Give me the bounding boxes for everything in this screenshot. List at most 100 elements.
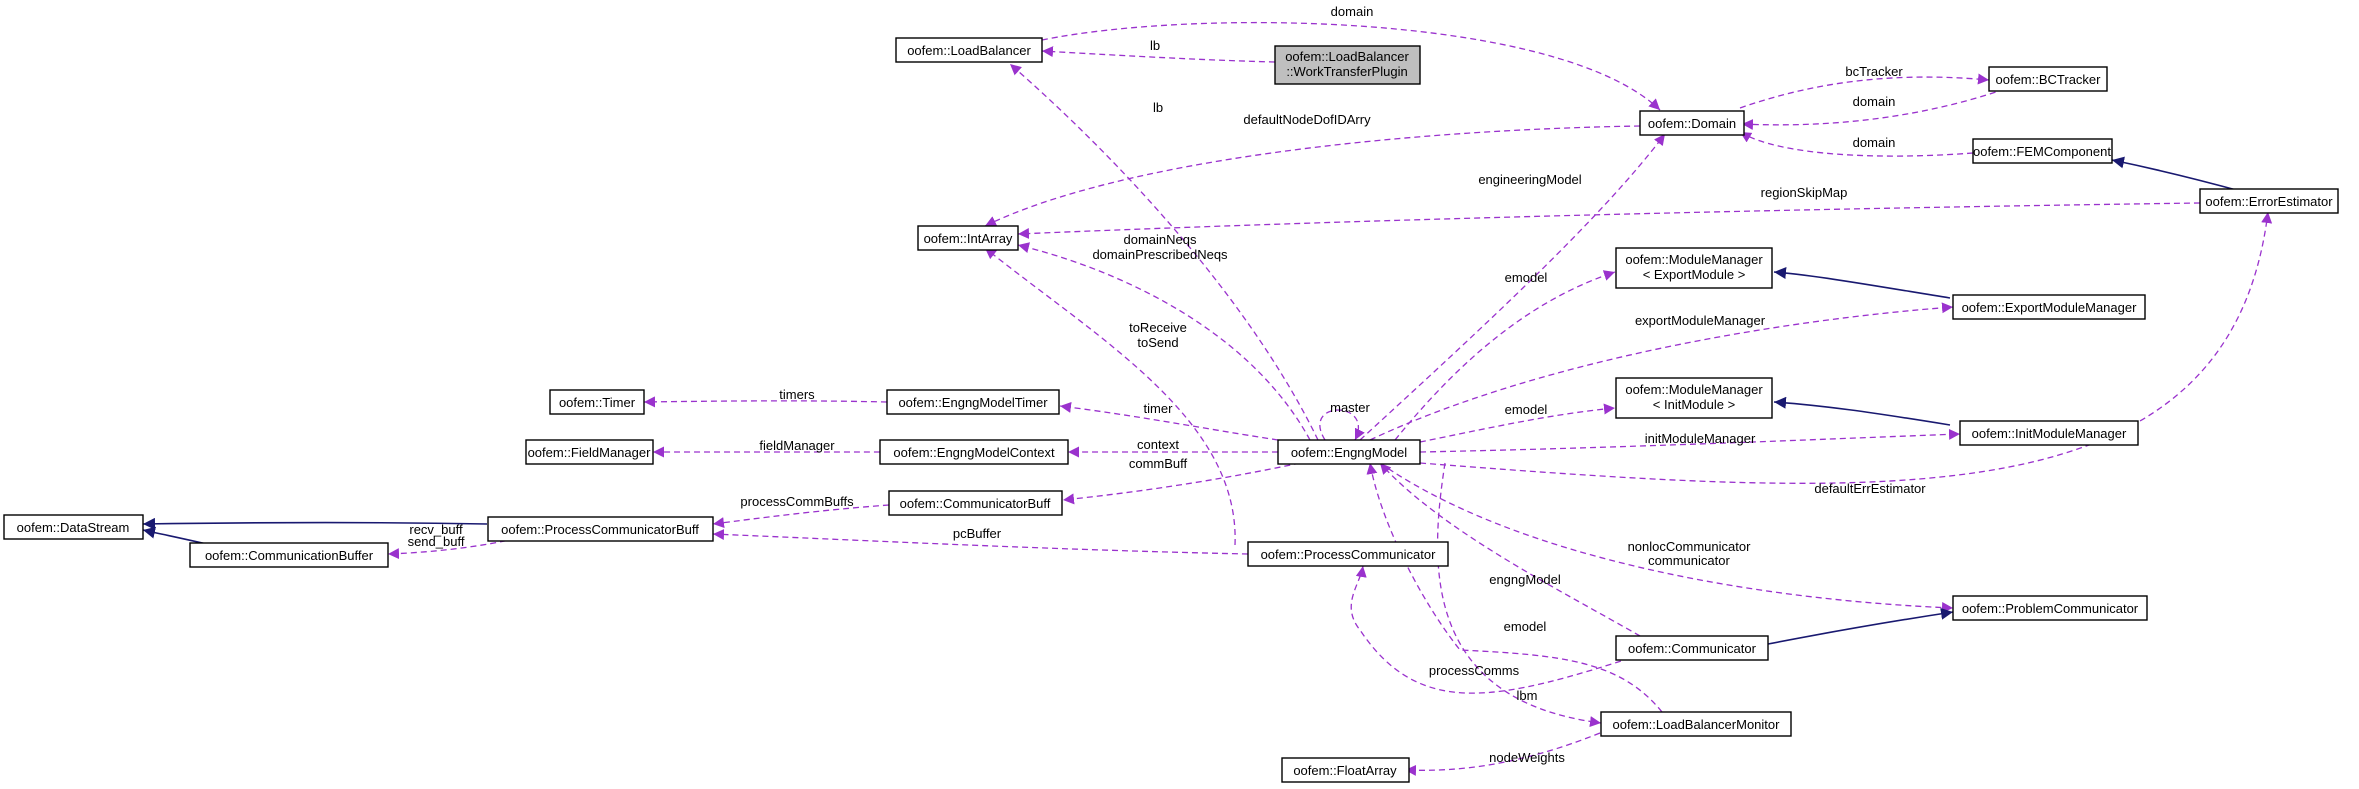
node-intarray[interactable]: oofem::IntArray xyxy=(917,225,1019,251)
node-engngmodel[interactable]: oofem::EngngModel xyxy=(1277,439,1421,465)
svg-text:oofem::DataStream: oofem::DataStream xyxy=(17,520,130,535)
svg-text:oofem::EngngModelContext: oofem::EngngModelContext xyxy=(893,445,1055,460)
edge-label-regionskipmap: regionSkipMap xyxy=(1761,185,1848,200)
svg-text:oofem::InitModuleManager: oofem::InitModuleManager xyxy=(1972,426,2127,441)
edge-regionskipmap xyxy=(1017,202,2201,240)
edge-defaulterrestimator xyxy=(1419,211,2273,484)
node-communicationbuffer[interactable]: oofem::CommunicationBuffer xyxy=(189,542,389,568)
node-engngmodelcontext[interactable]: oofem::EngngModelContext xyxy=(879,439,1069,465)
node-domain[interactable]: oofem::Domain xyxy=(1639,110,1745,136)
svg-text:oofem::ModuleManager< InitModu: oofem::ModuleManager< InitModule > xyxy=(1625,382,1763,412)
node-engngmodeltimer[interactable]: oofem::EngngModelTimer xyxy=(886,389,1060,415)
edge-engineeringmodel xyxy=(1359,133,1666,441)
edge-label-emodel-lbm: emodel xyxy=(1504,619,1547,634)
node-processcommunicatorbuff[interactable]: oofem::ProcessCommunicatorBuff xyxy=(487,516,714,542)
node-worktransferplugin[interactable]: oofem::LoadBalancer::WorkTransferPlugin xyxy=(1274,45,1421,85)
edge-label-defaulterrestimator: defaultErrEstimator xyxy=(1814,481,1926,496)
edge-domain-bctracker xyxy=(1741,88,2006,130)
edge-label-domain-femcomponent: domain xyxy=(1853,135,1896,150)
edge-label-emodel-export: emodel xyxy=(1505,270,1548,285)
svg-text:oofem::ProcessCommunicator: oofem::ProcessCommunicator xyxy=(1261,547,1437,562)
edge-inherit-pcb-datastream xyxy=(142,517,488,530)
node-errorestimator[interactable]: oofem::ErrorEstimator xyxy=(2199,188,2339,214)
edges xyxy=(142,21,2273,776)
edge-label-commbuff: commBuff xyxy=(1129,456,1188,471)
svg-text:oofem::Timer: oofem::Timer xyxy=(559,395,636,410)
edge-label-dofid: defaultNodeDofIDArry xyxy=(1243,112,1371,127)
node-bctracker[interactable]: oofem::BCTracker xyxy=(1988,66,2108,92)
svg-text:oofem::BCTracker: oofem::BCTracker xyxy=(1996,72,2102,87)
edge-domain-loadbalancer xyxy=(1041,21,1661,111)
svg-text:oofem::LoadBalancerMonitor: oofem::LoadBalancerMonitor xyxy=(1613,717,1781,732)
edge-processcomms xyxy=(1350,565,1641,694)
edge-lb-engngmodel xyxy=(1009,63,1319,441)
edge-processcommbuffs xyxy=(712,504,890,529)
edge-label-context: context xyxy=(1137,437,1179,452)
edge-emodel-export xyxy=(1394,270,1616,441)
node-datastream[interactable]: oofem::DataStream xyxy=(3,514,144,540)
edge-dofid xyxy=(984,125,1641,227)
svg-text:oofem::ProcessCommunicatorBuff: oofem::ProcessCommunicatorBuff xyxy=(501,522,699,537)
svg-text:oofem::FloatArray: oofem::FloatArray xyxy=(1293,763,1397,778)
node-floatarray[interactable]: oofem::FloatArray xyxy=(1281,757,1410,783)
edge-nodeweights xyxy=(1404,732,1601,776)
edge-label-fieldmanager: fieldManager xyxy=(759,438,835,453)
edge-emodel-init xyxy=(1419,403,1616,443)
svg-text:oofem::ExportModuleManager: oofem::ExportModuleManager xyxy=(1962,300,2138,315)
node-communicator[interactable]: oofem::Communicator xyxy=(1615,635,1769,661)
edge-label-initmodulemanager: initModuleManager xyxy=(1645,431,1756,446)
svg-text:oofem::CommunicatorBuff: oofem::CommunicatorBuff xyxy=(900,496,1051,511)
edge-nonloccomm xyxy=(1379,462,1954,614)
edge-timers xyxy=(643,396,888,408)
edge-inherit-init xyxy=(1773,396,1951,426)
node-initmodulemanager[interactable]: oofem::InitModuleManager xyxy=(1959,420,2139,446)
edge-inherit-errorestimator xyxy=(2111,156,2241,192)
edge-bctracker xyxy=(1739,73,1990,109)
svg-text:oofem::ErrorEstimator: oofem::ErrorEstimator xyxy=(2205,194,2333,209)
edge-label-timer: timer xyxy=(1144,401,1174,416)
edge-timer xyxy=(1059,401,1279,441)
edge-domain-femcomponent xyxy=(1739,131,1974,157)
edge-label-master: master xyxy=(1330,400,1370,415)
node-timer[interactable]: oofem::Timer xyxy=(549,389,645,415)
node-modulemanager-init[interactable]: oofem::ModuleManager< InitModule > xyxy=(1615,377,1773,419)
edge-label-pcbuffer: pcBuffer xyxy=(953,526,1002,541)
edge-label-engineeringmodel: engineeringModel xyxy=(1478,172,1581,187)
node-femcomponent[interactable]: oofem::FEMComponent xyxy=(1972,138,2113,164)
node-loadbalancer[interactable]: oofem::LoadBalancer xyxy=(895,37,1043,63)
edge-initmodulemanager xyxy=(1419,428,1961,453)
edge-label-lb-engngmodel: lb xyxy=(1153,100,1163,115)
edge-inherit-export xyxy=(1773,267,1951,299)
edge-label-processcommbuffs: processCommBuffs xyxy=(740,494,854,509)
edge-toreceive xyxy=(984,247,1236,546)
edge-label-engngmodel-comm: engngModel xyxy=(1489,572,1561,587)
node-fieldmanager[interactable]: oofem::FieldManager xyxy=(525,439,654,465)
node-loadbalancermonitor[interactable]: oofem::LoadBalancerMonitor xyxy=(1600,711,1792,737)
edge-label-lb-workplugin: lb xyxy=(1150,38,1160,53)
svg-text:oofem::EngngModel: oofem::EngngModel xyxy=(1291,445,1407,460)
edge-exportmodulemanager xyxy=(1369,302,1954,441)
edge-label-bctracker: bcTracker xyxy=(1845,64,1903,79)
node-problemcommunicator[interactable]: oofem::ProblemCommunicator xyxy=(1952,595,2148,621)
svg-text:oofem::EngngModelTimer: oofem::EngngModelTimer xyxy=(898,395,1048,410)
edge-label-timers: timers xyxy=(779,387,815,402)
svg-text:oofem::CommunicationBuffer: oofem::CommunicationBuffer xyxy=(205,548,374,563)
node-processcommunicator[interactable]: oofem::ProcessCommunicator xyxy=(1247,541,1449,567)
node-modulemanager-export[interactable]: oofem::ModuleManager< ExportModule > xyxy=(1615,247,1773,289)
svg-text:oofem::ProblemCommunicator: oofem::ProblemCommunicator xyxy=(1962,601,2139,616)
edge-lbm xyxy=(1436,462,1602,728)
node-communicatorbuff[interactable]: oofem::CommunicatorBuff xyxy=(888,490,1063,516)
node-exportmodulemanager[interactable]: oofem::ExportModuleManager xyxy=(1952,294,2146,320)
edge-label-lbm: lbm xyxy=(1517,688,1538,703)
edge-commbuff xyxy=(1062,462,1301,505)
edge-label-exportmodulemanager: exportModuleManager xyxy=(1635,313,1766,328)
svg-text:oofem::FEMComponent: oofem::FEMComponent xyxy=(1973,144,2111,159)
svg-text:oofem::Communicator: oofem::Communicator xyxy=(1628,641,1757,656)
edge-master xyxy=(1319,409,1365,441)
edge-label-domain: domain xyxy=(1331,4,1374,19)
